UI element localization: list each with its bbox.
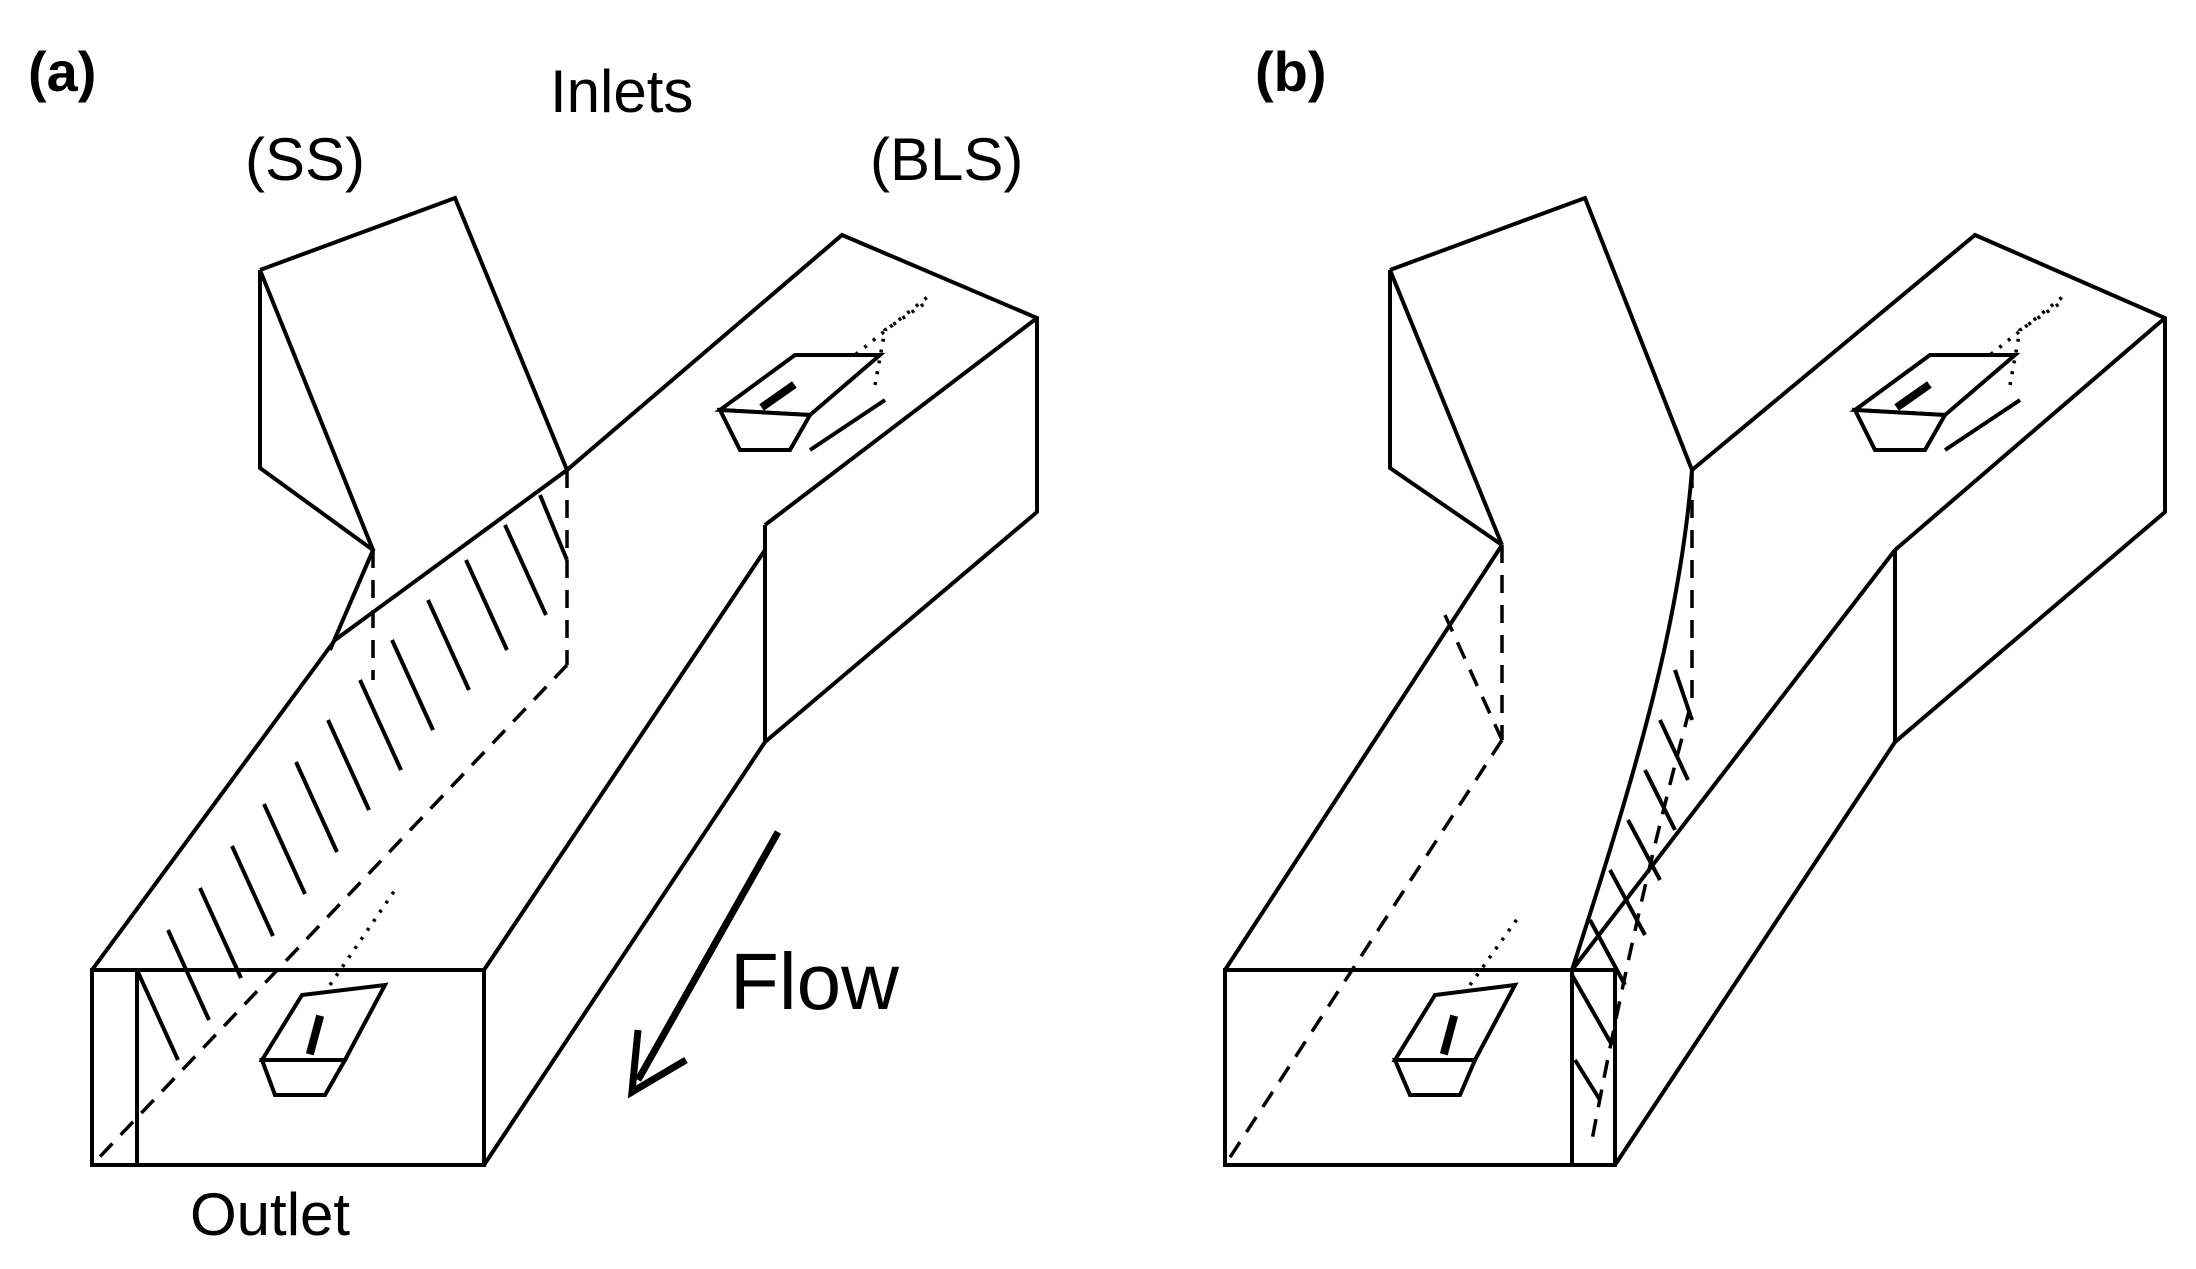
- bls-inlet-label: (BLS): [870, 126, 1024, 193]
- panel-b-curved-interface: [1570, 469, 1694, 971]
- panel-b-left-top-edge: [1223, 543, 1504, 972]
- panel-a-outlet-probe: [258, 889, 397, 1097]
- panel-a-drawing: [90, 195, 1039, 1167]
- panel-a-mixing-layer-hatch: [135, 494, 569, 1061]
- panel-b-bls-probe: [1849, 293, 2067, 452]
- panel-b-bls-front-edge: [1893, 316, 2167, 552]
- inlets-label: Inlets: [550, 58, 694, 125]
- panel-a-ss-inlet-left-face: [258, 269, 375, 551]
- panel-b-ss-inlet-wall: [1389, 195, 1694, 471]
- panel-b-ss-inlet-left-wall: [1388, 270, 1504, 547]
- panel-b-bls-channel: [1690, 232, 2167, 747]
- panel-b-hidden-ss-diagonal: [1443, 614, 1504, 741]
- panel-a-bls-probe: [714, 293, 932, 452]
- panel-a-outlet-right-bottom-edge: [482, 740, 767, 1167]
- panel-a-left-top-edge: [90, 638, 337, 972]
- panel-a-label: (a): [28, 40, 97, 103]
- panel-b-hidden-bottom-diagonal: [1223, 739, 1504, 1166]
- ss-inlet-label: (SS): [245, 126, 365, 193]
- panel-b-outlet-right-top-edge: [1570, 548, 1897, 972]
- panel-a-bls-front-edge: [763, 316, 1039, 527]
- flow-label: Flow: [730, 937, 899, 1026]
- panel-b-mixing-layer-hatch: [1570, 669, 1694, 1102]
- panel-a-hidden-interface-bottom: [90, 663, 569, 1167]
- panel-b-label: (b): [1255, 40, 1327, 103]
- panel-b-outlet-right-bottom-edge: [1613, 740, 1897, 1167]
- panel-b-drawing: [1223, 195, 2167, 1167]
- panel-a-ss-inlet-wall: [259, 195, 569, 471]
- panel-b-outlet-probe: [1391, 913, 1522, 1097]
- outlet-label: Outlet: [190, 1181, 351, 1248]
- panel-b-ss-inlet-left-face: [1388, 269, 1504, 546]
- panel-a-flow-arrow: [627, 830, 782, 1099]
- panel-a-outlet-right-top-edge: [482, 548, 767, 972]
- panel-a-ss-inlet-left-wall: [258, 270, 376, 651]
